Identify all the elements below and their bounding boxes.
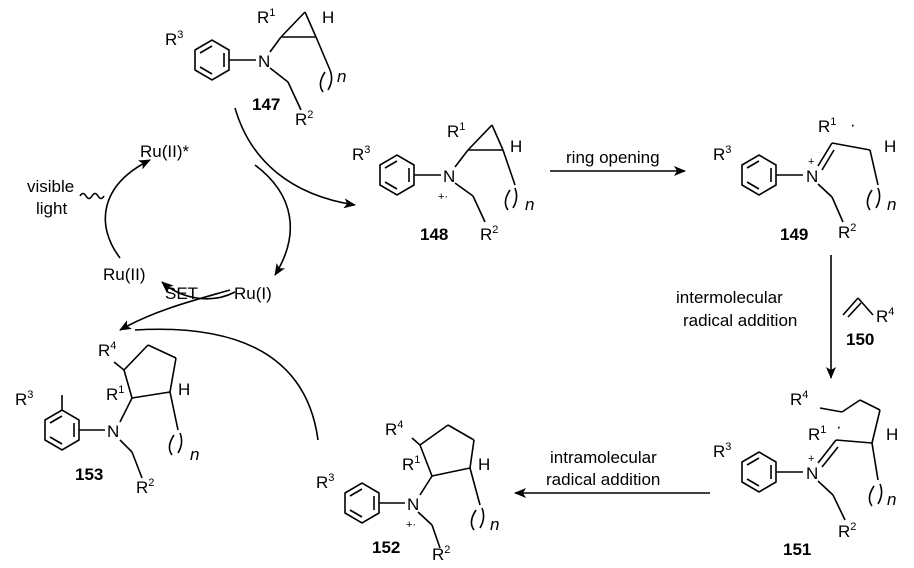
- cycle-arc-bottom: [161, 281, 236, 300]
- atom-n-151: N: [806, 464, 818, 483]
- r3-148: R3: [352, 144, 370, 164]
- r1-151: R1: [808, 424, 826, 444]
- atom-n-149: N: [806, 167, 818, 186]
- r4-151: R4: [790, 389, 808, 409]
- cycle-arc-right: [254, 164, 292, 276]
- label-147: 147: [252, 95, 280, 114]
- compound-147: N H R1 R3 R2 n 147: [165, 7, 346, 129]
- radical-dot-149: ·: [850, 115, 856, 134]
- n-151: n: [887, 490, 896, 509]
- r1-149: R1: [818, 116, 836, 136]
- atom-n-147: N: [258, 52, 270, 71]
- compound-152: N +· H R1 R4 R3 R2 n 152: [316, 419, 499, 564]
- n-153: n: [190, 445, 199, 464]
- intramolecular-label: intramolecular: [550, 448, 657, 467]
- n-149: n: [887, 195, 896, 214]
- atom-h-147: H: [322, 8, 334, 27]
- label-148: 148: [420, 225, 448, 244]
- compound-150: R4 150: [842, 297, 894, 349]
- arrow-147-to-148: [234, 107, 356, 209]
- light-wavy-icon: [79, 192, 105, 200]
- cation-151: +: [808, 453, 814, 465]
- radical-dot-151: ·: [836, 417, 842, 436]
- ru-ii-label: Ru(II): [103, 265, 146, 284]
- r4-153: R4: [98, 340, 116, 360]
- compound-151: N + · H R1 R4 R3 R2 n 151: [713, 389, 898, 559]
- intra-radical-addition-label: radical addition: [546, 470, 660, 489]
- compound-149: N + · H R1 R3 R2 n 149: [713, 115, 896, 244]
- r2-152: R2: [432, 544, 450, 564]
- r2-149: R2: [838, 222, 856, 242]
- r2-151: R2: [838, 521, 856, 541]
- r1-152: R1: [402, 454, 420, 474]
- arrow-152-to-153: [134, 328, 319, 441]
- atom-h-153: H: [178, 380, 190, 399]
- r4-152: R4: [385, 419, 403, 439]
- r2-148: R2: [480, 224, 498, 244]
- ring-opening-label: ring opening: [566, 148, 660, 167]
- compound-153: N H R1 R4 R3 R2 n 153: [15, 340, 199, 497]
- r4-150: R4: [876, 306, 894, 326]
- label-153: 153: [75, 465, 103, 484]
- photoredox-cycle: Ru(II)* Ru(II) Ru(I) SET visible light: [27, 142, 292, 303]
- radical-cation-148: +·: [438, 191, 448, 203]
- inter-radical-addition-label: radical addition: [683, 311, 797, 330]
- atom-h-149: H: [884, 137, 896, 156]
- compound-148: N +· H R1 R3 R2 n 148: [352, 121, 534, 244]
- label-149: 149: [780, 225, 808, 244]
- cation-149: +: [808, 156, 814, 168]
- atom-h-151: H: [886, 425, 898, 444]
- label-151: 151: [783, 540, 811, 559]
- label-152: 152: [372, 538, 400, 557]
- r3-153: R3: [15, 389, 33, 409]
- atom-n-152: N: [407, 495, 419, 514]
- ru-i-label: Ru(I): [234, 284, 272, 303]
- n-147: n: [337, 67, 346, 86]
- r1-148: R1: [447, 121, 465, 141]
- r3-147: R3: [165, 29, 183, 49]
- atom-h-152: H: [478, 455, 490, 474]
- atom-h-148: H: [510, 137, 522, 156]
- r1-147: R1: [257, 7, 275, 27]
- r3-152: R3: [316, 472, 334, 492]
- visible-label: visible: [27, 177, 74, 196]
- n-152: n: [490, 515, 499, 534]
- arrow-ru-i-to-153: [119, 289, 231, 331]
- n-148: n: [525, 195, 534, 214]
- cycle-arc-left: [104, 159, 151, 259]
- light-label: light: [36, 199, 67, 218]
- intermolecular-label: intermolecular: [676, 288, 783, 307]
- label-150: 150: [846, 330, 874, 349]
- atom-n-148: N: [443, 167, 455, 186]
- set-label: SET: [165, 284, 198, 303]
- r2-153: R2: [136, 477, 154, 497]
- r3-149: R3: [713, 144, 731, 164]
- r1-153: R1: [106, 384, 124, 404]
- r3-151: R3: [713, 441, 731, 461]
- radical-cation-152: +·: [406, 519, 416, 531]
- ru-excited-label: Ru(II)*: [140, 142, 190, 161]
- atom-n-153: N: [107, 422, 119, 441]
- r2-147: R2: [295, 109, 313, 129]
